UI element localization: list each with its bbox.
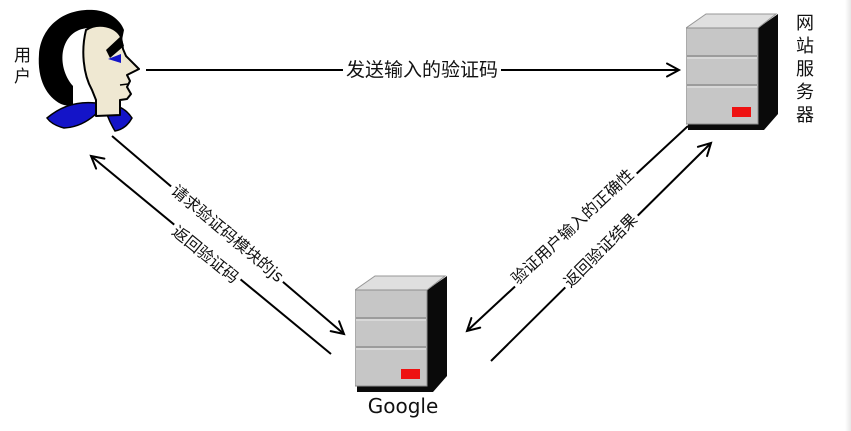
google-label: Google [367, 394, 439, 418]
server-led [401, 369, 420, 379]
web-server-label: 网站服务器 [793, 13, 814, 128]
face-shape [82, 24, 140, 117]
user-person-glyph [38, 9, 140, 132]
eye-icon [108, 54, 121, 63]
server-glyph [355, 275, 447, 392]
google-server-icon [355, 274, 455, 392]
collar-shape [45, 101, 101, 129]
hair-fringe [106, 36, 124, 58]
hair-shape [38, 9, 125, 106]
user-icon [28, 6, 140, 140]
web-server-icon [686, 12, 786, 130]
server-shadow-bottom [357, 386, 433, 392]
server-glyph [686, 13, 778, 130]
server-led [732, 107, 751, 117]
server-shadow [427, 276, 447, 392]
mouth-line [119, 83, 129, 86]
send-captcha-label: 发送输入的验证码 [342, 59, 502, 82]
server-shadow-bottom [688, 124, 764, 130]
user-label: 用户 [10, 46, 30, 88]
server-shadow [758, 14, 778, 130]
page-right-edge [845, 0, 851, 431]
